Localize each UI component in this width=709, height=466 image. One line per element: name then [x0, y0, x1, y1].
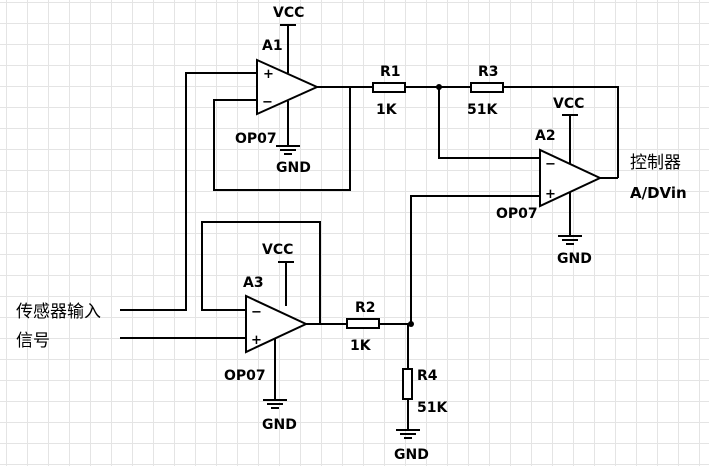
opamp-a1-plus-sign: +: [263, 67, 274, 82]
resistor-r1: R1 1K: [372, 64, 406, 118]
input-label-line2: 信号: [16, 331, 50, 351]
opamp-a1-minus-sign: −: [262, 95, 273, 110]
opamp-a3-gnd-label: GND: [262, 417, 297, 433]
opamp-a2: − + A2 OP07 VCC GND: [496, 96, 603, 267]
wire-a1-feedback: [213, 86, 351, 191]
opamp-a2-vcc-label: VCC: [553, 96, 584, 112]
resistor-r4: R4 51K: [402, 368, 448, 416]
opamp-a1: + − A1 OP07 VCC GND: [235, 5, 320, 176]
junction-dot-top: [436, 84, 442, 90]
resistor-r2: R2 1K: [346, 300, 380, 354]
resistor-r4-label: R4: [417, 368, 438, 384]
output-label-line1: 控制器: [630, 153, 681, 173]
resistor-r1-value: 1K: [376, 102, 398, 118]
resistor-r1-label: R1: [380, 64, 401, 80]
resistor-r1-body: [372, 82, 406, 93]
opamp-a1-ground-icon: [276, 145, 300, 155]
wire-node-a2-minus: [438, 87, 540, 159]
opamp-a3-minus-sign: −: [251, 305, 262, 320]
junction-dot-bottom: [408, 321, 414, 327]
opamp-a2-ground-icon: [558, 235, 582, 245]
opamp-a1-gnd-label: GND: [276, 160, 311, 176]
opamp-a3-type: OP07: [224, 368, 266, 384]
opamp-a3-plus-sign: +: [251, 333, 262, 348]
resistor-r3-label: R3: [478, 64, 499, 80]
opamp-a3-triangle: [245, 294, 309, 354]
opamp-a3: − + A3 OP07 VCC GND: [224, 242, 309, 433]
resistor-r3-body: [470, 82, 504, 93]
opamp-a3-label: A3: [243, 275, 264, 291]
opamp-a2-gnd-label: GND: [557, 251, 592, 267]
opamp-a2-minus-sign: −: [545, 157, 556, 172]
opamp-a3-ground-icon: [263, 399, 287, 409]
opamp-a2-type: OP07: [496, 206, 538, 222]
wire-a2-plus: [410, 195, 540, 324]
resistor-r3-value: 51K: [467, 102, 498, 118]
opamp-a1-triangle: [256, 58, 320, 116]
resistor-r3: R3 51K: [467, 64, 504, 118]
opamp-a3-vcc-label: VCC: [262, 242, 293, 258]
r4-gnd-label: GND: [394, 447, 429, 463]
opamp-a2-plus-sign: +: [545, 187, 556, 202]
resistor-r4-value: 51K: [417, 400, 448, 416]
wire-a3-feedback: [201, 221, 321, 324]
opamp-a1-type: OP07: [235, 131, 277, 147]
output-label-line2: A/DVin: [630, 184, 687, 202]
resistor-r2-label: R2: [355, 300, 376, 316]
wire-r3-output: [503, 86, 619, 178]
opamp-a1-label: A1: [262, 38, 283, 54]
resistor-r4-body: [402, 368, 413, 400]
wire-node-r4: [407, 323, 411, 369]
r4-ground-icon: [396, 429, 420, 439]
resistor-r2-value: 1K: [350, 338, 372, 354]
opamp-a2-label: A2: [535, 128, 556, 144]
wire-input-a1-plus: [120, 72, 257, 311]
input-label-line1: 传感器输入: [16, 302, 101, 322]
resistor-r2-body: [346, 318, 380, 329]
opamp-a1-vcc-label: VCC: [273, 5, 304, 21]
